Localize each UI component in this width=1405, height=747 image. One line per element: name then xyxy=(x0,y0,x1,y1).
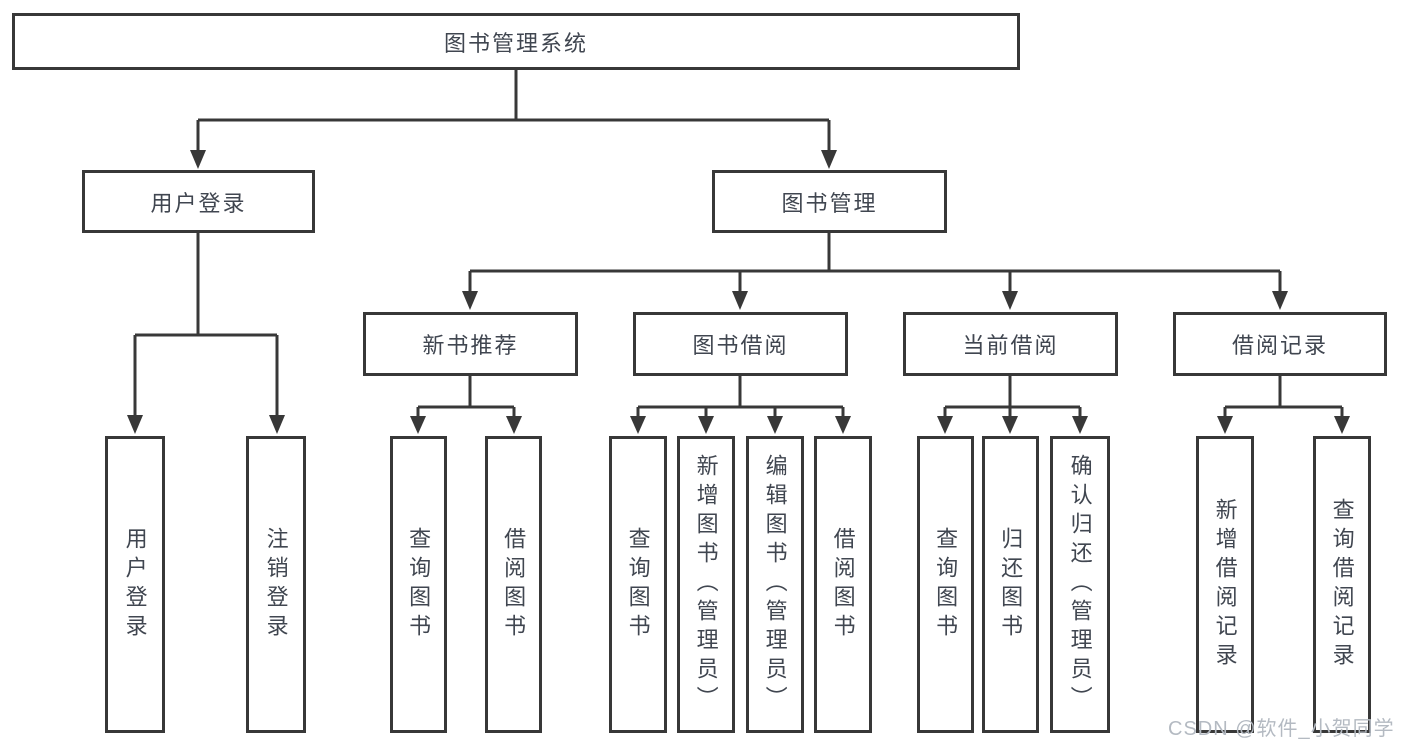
leaf-current-confirm-return-admin: 确认归还（管理员） xyxy=(1050,436,1110,733)
leaf-label: 查询图书 xyxy=(406,526,432,643)
leaf-borrow-query-book: 查询图书 xyxy=(609,436,667,733)
leaf-label: 查询图书 xyxy=(933,526,959,643)
node-book-borrow: 图书借阅 xyxy=(633,312,848,376)
leaf-label: 编辑图书（管理员） xyxy=(762,454,788,715)
node-book-management: 图书管理 xyxy=(712,170,947,233)
leaf-borrow-add-book-admin: 新增图书（管理员） xyxy=(677,436,735,733)
leaf-logout: 注销登录 xyxy=(246,436,306,733)
leaf-borrow-edit-book-admin: 编辑图书（管理员） xyxy=(746,436,804,733)
leaf-label: 查询图书 xyxy=(625,526,651,643)
leaf-label: 用户登录 xyxy=(122,526,148,643)
leaf-record-add-borrow-record: 新增借阅记录 xyxy=(1196,436,1254,733)
leaf-label: 借阅图书 xyxy=(501,526,527,643)
node-borrow-record: 借阅记录 xyxy=(1173,312,1387,376)
leaf-record-query-borrow-record: 查询借阅记录 xyxy=(1313,436,1371,733)
leaf-label: 注销登录 xyxy=(263,526,289,643)
csdn-watermark: CSDN @软件_小贺同学 xyxy=(1168,718,1395,740)
leaf-label: 新增图书（管理员） xyxy=(693,454,719,715)
leaf-newbook-query-book: 查询图书 xyxy=(390,436,447,733)
node-user-login: 用户登录 xyxy=(82,170,315,233)
node-new-book-recommend: 新书推荐 xyxy=(363,312,578,376)
leaf-label: 借阅图书 xyxy=(830,526,856,643)
leaf-newbook-borrow-book: 借阅图书 xyxy=(485,436,542,733)
leaf-current-return-book: 归还图书 xyxy=(982,436,1039,733)
leaf-label: 查询借阅记录 xyxy=(1329,497,1355,672)
leaf-borrow-borrow-book: 借阅图书 xyxy=(814,436,872,733)
leaf-label: 新增借阅记录 xyxy=(1212,497,1238,672)
arrowheads xyxy=(127,150,1350,434)
leaf-label: 确认归还（管理员） xyxy=(1067,454,1093,715)
leaf-label: 归还图书 xyxy=(998,526,1024,643)
node-current-borrow: 当前借阅 xyxy=(903,312,1118,376)
leaf-user-login: 用户登录 xyxy=(105,436,165,733)
leaf-current-query-book: 查询图书 xyxy=(917,436,974,733)
node-library-management-system: 图书管理系统 xyxy=(12,13,1020,70)
